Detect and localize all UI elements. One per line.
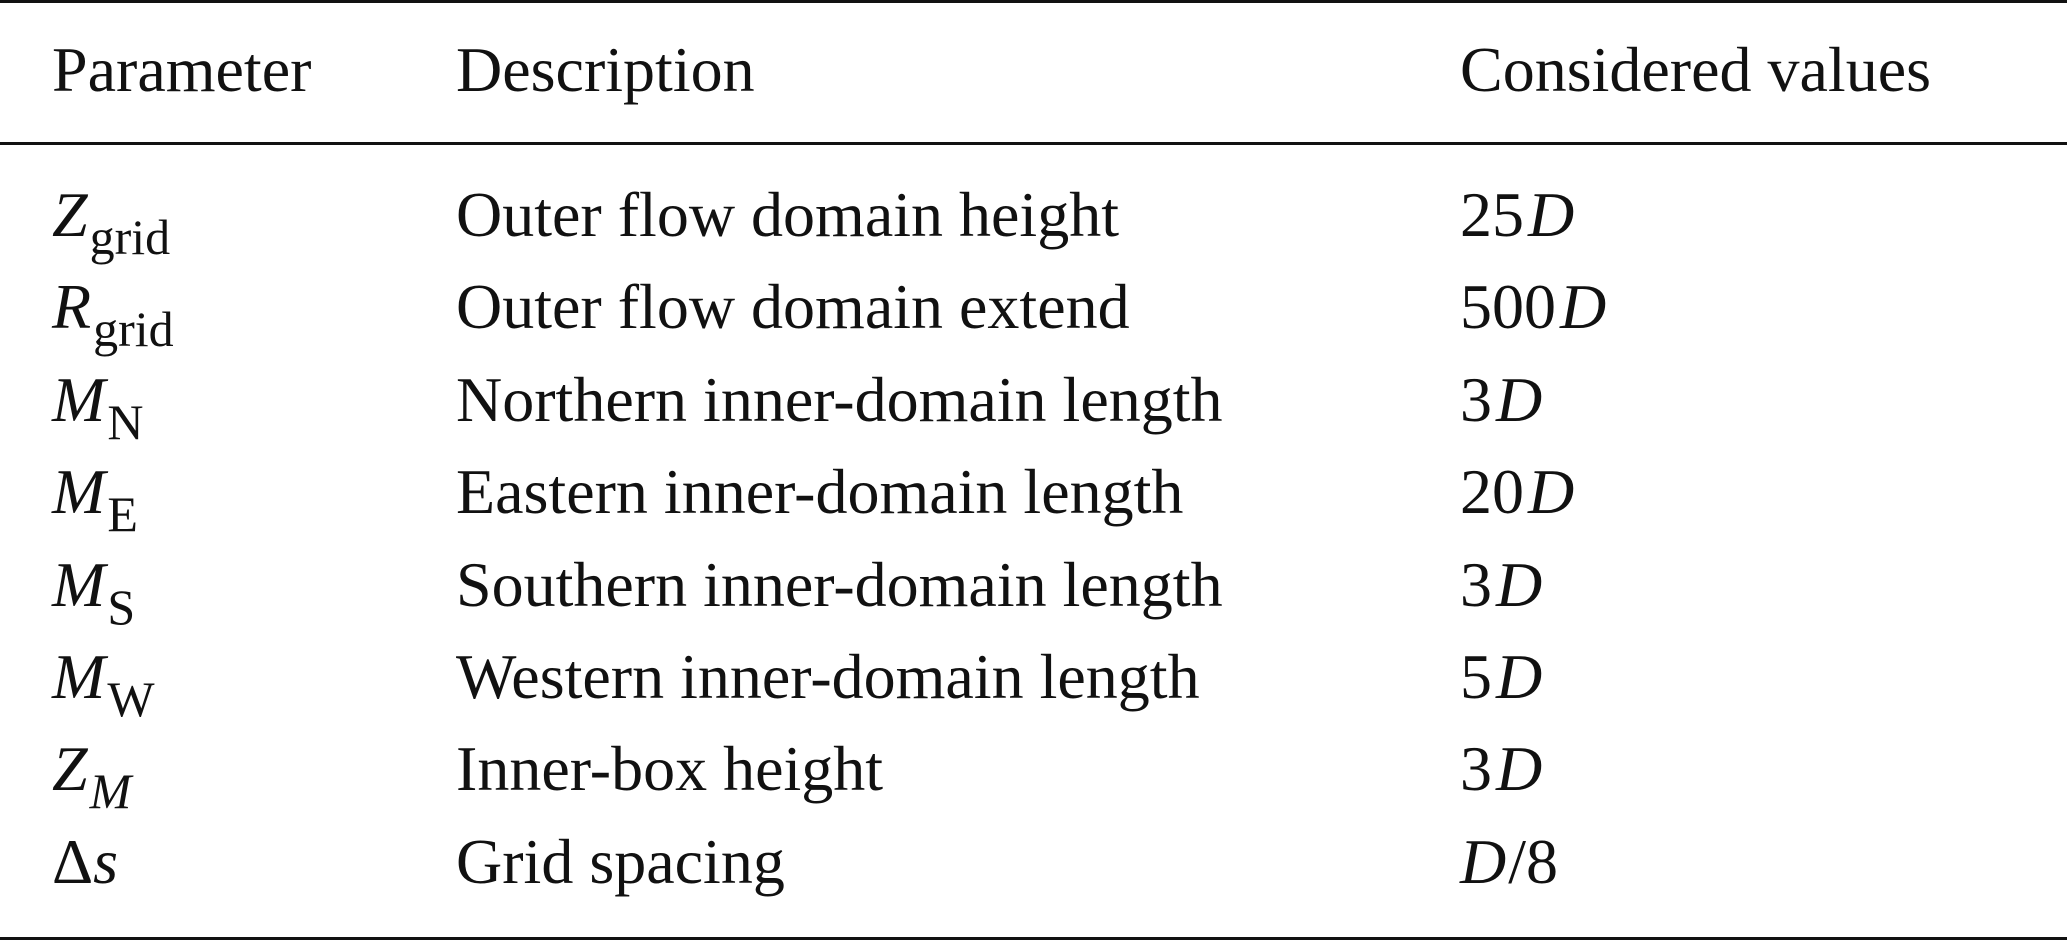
parameter-value: 20D (1460, 460, 1574, 524)
parameter-symbol: Rgrid (52, 275, 174, 355)
table-top-rule (0, 0, 2067, 3)
symbol-main: M (52, 641, 106, 712)
symbol-subscript: M (89, 763, 132, 819)
parameter-description: Southern inner-domain length (456, 549, 1223, 620)
symbol-main: Z (52, 179, 88, 250)
parameter-symbol: MW (52, 645, 155, 725)
value-unit: D (1560, 271, 1607, 342)
parameter-value: 5D (1460, 645, 1542, 709)
value-unit: D (1528, 456, 1575, 527)
symbol-subscript: grid (89, 209, 171, 265)
parameter-description: Eastern inner-domain length (456, 456, 1184, 527)
parameter-description: Outer flow domain extend (456, 271, 1130, 342)
parameter-value: 25D (1460, 183, 1574, 247)
header-considered-values: Considered values (1460, 34, 1931, 105)
symbol-main: Z (52, 733, 88, 804)
value-unit: D (1496, 733, 1543, 804)
table-header-rule (0, 142, 2067, 145)
value-number: 3 (1460, 733, 1492, 804)
symbol-variable: s (93, 826, 119, 897)
parameter-description: Northern inner-domain length (456, 364, 1223, 435)
value-number: 500 (1460, 271, 1556, 342)
value-divisor: /8 (1508, 826, 1558, 897)
value-unit: D (1496, 364, 1543, 435)
value-number: 25 (1460, 179, 1524, 250)
value-number: 5 (1460, 641, 1492, 712)
value-unit: D (1460, 826, 1507, 897)
parameter-value: 500D (1460, 275, 1606, 339)
parameter-description: Western inner-domain length (456, 641, 1200, 712)
header-description: Description (456, 34, 755, 105)
symbol-main: Δ (52, 826, 94, 897)
parameter-description: Grid spacing (456, 826, 785, 897)
value-number: 3 (1460, 364, 1492, 435)
symbol-subscript: grid (93, 301, 174, 357)
value-number: 3 (1460, 549, 1492, 620)
parameter-value: 3D (1460, 553, 1542, 617)
symbol-subscript: W (107, 671, 155, 727)
parameter-symbol: MN (52, 368, 143, 448)
value-unit: D (1528, 179, 1575, 250)
symbol-subscript: N (107, 394, 144, 450)
header-parameter: Parameter (52, 34, 312, 105)
value-number: 20 (1460, 456, 1524, 527)
parameter-description: Inner-box height (456, 733, 884, 804)
symbol-main: M (52, 549, 106, 620)
parameter-symbol: Zgrid (52, 183, 170, 263)
value-unit: D (1496, 641, 1543, 712)
symbol-main: M (52, 364, 106, 435)
symbol-subscript: S (107, 579, 136, 635)
parameter-symbol: MS (52, 553, 135, 633)
parameter-symbol: Δs (52, 830, 118, 894)
symbol-subscript: E (107, 486, 138, 542)
parameter-symbol: ZM (52, 737, 131, 817)
parameter-value: 3D (1460, 737, 1542, 801)
symbol-main: R (52, 271, 92, 342)
parameter-description: Outer flow domain height (456, 179, 1119, 250)
parameter-value: D/8 (1460, 830, 1558, 894)
table-bottom-rule (0, 937, 2067, 940)
parameter-value: 3D (1460, 368, 1542, 432)
symbol-main: M (52, 456, 106, 527)
value-unit: D (1496, 549, 1543, 620)
parameter-symbol: ME (52, 460, 138, 540)
